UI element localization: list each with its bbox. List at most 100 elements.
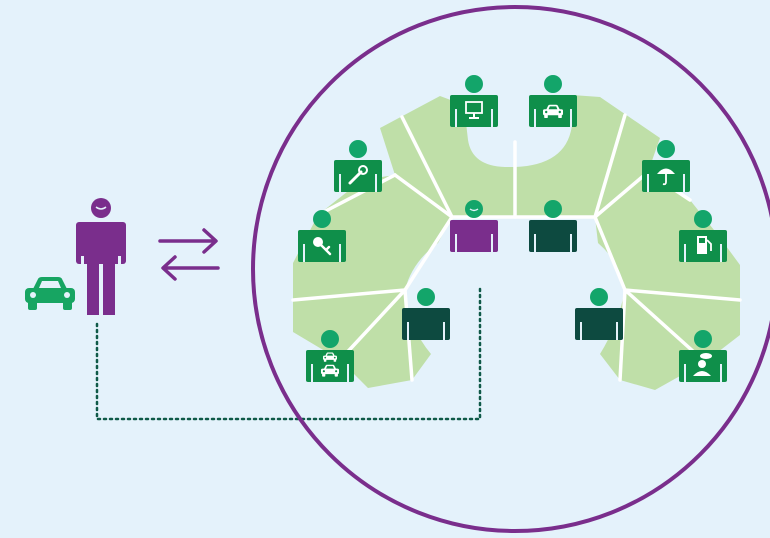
car-windshield — [326, 366, 334, 369]
car-body — [321, 368, 339, 375]
road-right-upper — [595, 172, 740, 300]
arm-gap — [407, 322, 409, 340]
customer-side — [25, 198, 482, 421]
arm-gap — [311, 364, 313, 382]
torso — [575, 308, 623, 340]
arm-gap — [375, 174, 377, 192]
arm-gap — [455, 234, 457, 252]
service-provider — [306, 330, 354, 382]
road-clusters — [291, 95, 742, 390]
car-icon — [25, 277, 75, 310]
arrow-right — [158, 228, 218, 254]
road-line — [623, 288, 742, 302]
arm-gap — [339, 174, 341, 192]
two-way-arrows-icon — [158, 228, 220, 281]
car-headlight-right — [335, 370, 338, 373]
torso — [450, 95, 498, 127]
smile — [95, 206, 107, 210]
head — [313, 210, 331, 228]
torso — [402, 308, 450, 340]
arm-gap — [347, 364, 349, 382]
car-headlight-right — [64, 292, 70, 298]
car-wheel-right — [333, 359, 337, 362]
road-line — [291, 288, 407, 302]
umbrella-insurance-icon — [657, 168, 675, 186]
arm-gap — [534, 234, 536, 252]
fuel-pump-icon — [697, 236, 712, 254]
arm-gap — [570, 109, 572, 127]
car-wheel-right — [558, 114, 562, 118]
head — [590, 288, 608, 306]
road-line — [316, 173, 397, 217]
road-line — [400, 115, 454, 219]
car-windshield — [326, 353, 334, 356]
torso — [529, 220, 577, 252]
driver-instructor-icon — [693, 353, 712, 376]
customer-icon — [450, 200, 498, 252]
customer-head — [91, 198, 111, 218]
road-top-right — [515, 95, 660, 217]
arm-gap — [616, 322, 618, 340]
arm-gap — [570, 234, 572, 252]
car-headlight-right — [333, 356, 336, 359]
service-provider — [679, 330, 727, 382]
car-wheel-right — [63, 301, 72, 310]
network-boundary-circle — [251, 5, 770, 533]
arm-gap — [720, 364, 722, 382]
arm-gap — [684, 244, 686, 262]
road-line — [338, 288, 407, 362]
customer-leg-right — [103, 260, 115, 315]
car-windshield — [548, 106, 558, 110]
car-rental-icon — [321, 352, 339, 377]
mini-car-icon — [321, 364, 339, 377]
key-icon — [313, 237, 332, 256]
wrench-icon — [348, 165, 368, 185]
arm-gap — [491, 234, 493, 252]
road-line — [593, 215, 627, 292]
head — [694, 210, 712, 228]
head — [544, 200, 562, 218]
head — [544, 75, 562, 93]
arm-gap — [443, 322, 445, 340]
service-network — [251, 5, 770, 533]
arrow-left — [161, 255, 220, 281]
arm-gap — [684, 364, 686, 382]
arm-gap-left — [81, 256, 84, 268]
service-provider — [679, 210, 727, 262]
arm-gap — [580, 322, 582, 340]
person-icon — [529, 200, 577, 252]
head — [465, 75, 483, 93]
person-icon — [402, 288, 450, 340]
arm-gap — [647, 174, 649, 192]
service-provider — [642, 140, 690, 192]
car-wheel-left — [544, 114, 548, 118]
service-provider — [450, 75, 498, 127]
people — [298, 75, 727, 382]
car-body — [543, 109, 563, 116]
service-provider — [298, 210, 346, 262]
car-wheel-left — [322, 373, 326, 377]
arm-gap — [534, 109, 536, 127]
car-headlight-left — [545, 110, 548, 114]
customer-torso — [76, 222, 126, 264]
computer-icon — [465, 101, 483, 119]
road-left-lower — [293, 290, 431, 388]
arm-gap-right — [118, 256, 121, 268]
road-line — [593, 113, 627, 219]
mini-car-icon — [323, 352, 337, 362]
car-headlight-left — [322, 370, 325, 373]
arm-gap — [491, 109, 493, 127]
road-line — [403, 215, 454, 292]
arm-gap — [455, 109, 457, 127]
head — [465, 200, 483, 218]
car-wheel-right — [334, 373, 338, 377]
car-windshield — [39, 281, 61, 288]
smile — [469, 208, 479, 212]
arm-gap — [720, 244, 722, 262]
customer-leg-left — [87, 260, 99, 315]
mini-car-icon — [543, 104, 563, 118]
arm-gap — [303, 244, 305, 262]
car-wheel-left — [323, 359, 327, 362]
